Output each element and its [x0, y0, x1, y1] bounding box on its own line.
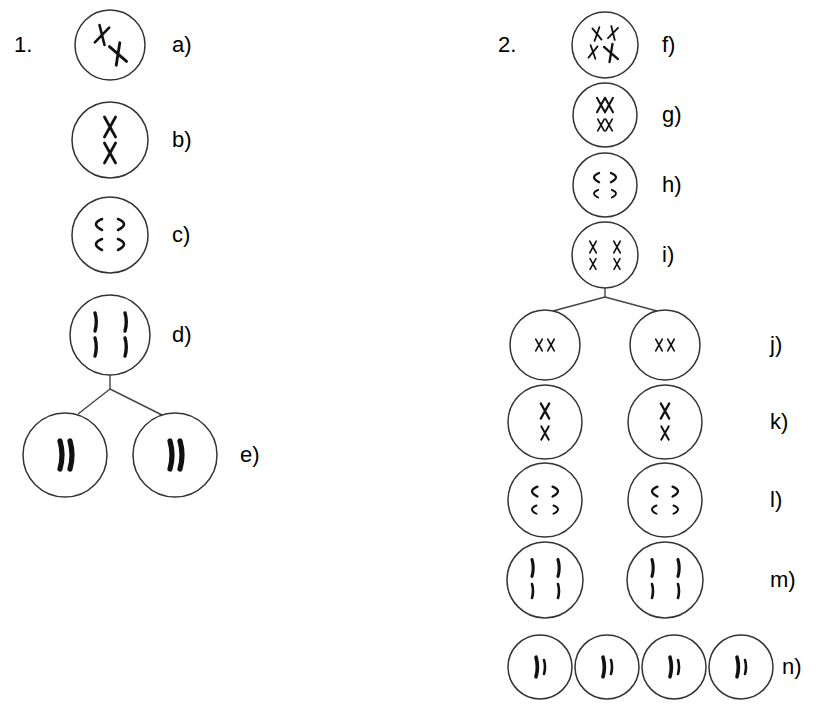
stage-label: e) — [240, 444, 260, 466]
stage-label: b) — [172, 129, 192, 151]
cell-b — [72, 102, 148, 178]
cell-j — [510, 310, 700, 380]
cell-h — [573, 153, 637, 217]
stage-label: l) — [770, 489, 782, 511]
cell-l — [508, 463, 702, 537]
cell-d — [70, 295, 150, 375]
stage-label: c) — [172, 224, 190, 246]
stage-label: g) — [662, 104, 682, 126]
cell-n — [508, 635, 773, 699]
cell-k — [508, 385, 702, 459]
stage-label: j) — [770, 334, 782, 356]
cell-g — [573, 83, 637, 147]
cell-i — [572, 222, 638, 288]
cell-m — [507, 542, 703, 618]
stage-label: h) — [662, 174, 682, 196]
split-line — [553, 288, 657, 311]
cell-e-right — [133, 413, 217, 497]
stage-label: i) — [662, 244, 674, 266]
stage-label: a) — [172, 34, 192, 56]
stage-label: n) — [782, 656, 802, 678]
stage-label: f) — [662, 34, 675, 56]
split-line — [78, 375, 162, 415]
stage-label: m) — [770, 569, 796, 591]
stage-label: d) — [172, 324, 192, 346]
cell-e-left — [23, 413, 107, 497]
figure-number: 2. — [498, 34, 516, 56]
stage-label: k) — [770, 411, 788, 433]
cell-c — [72, 197, 148, 273]
figure-number: 1. — [14, 34, 32, 56]
cell-a — [75, 10, 145, 80]
cell-f — [572, 12, 638, 78]
